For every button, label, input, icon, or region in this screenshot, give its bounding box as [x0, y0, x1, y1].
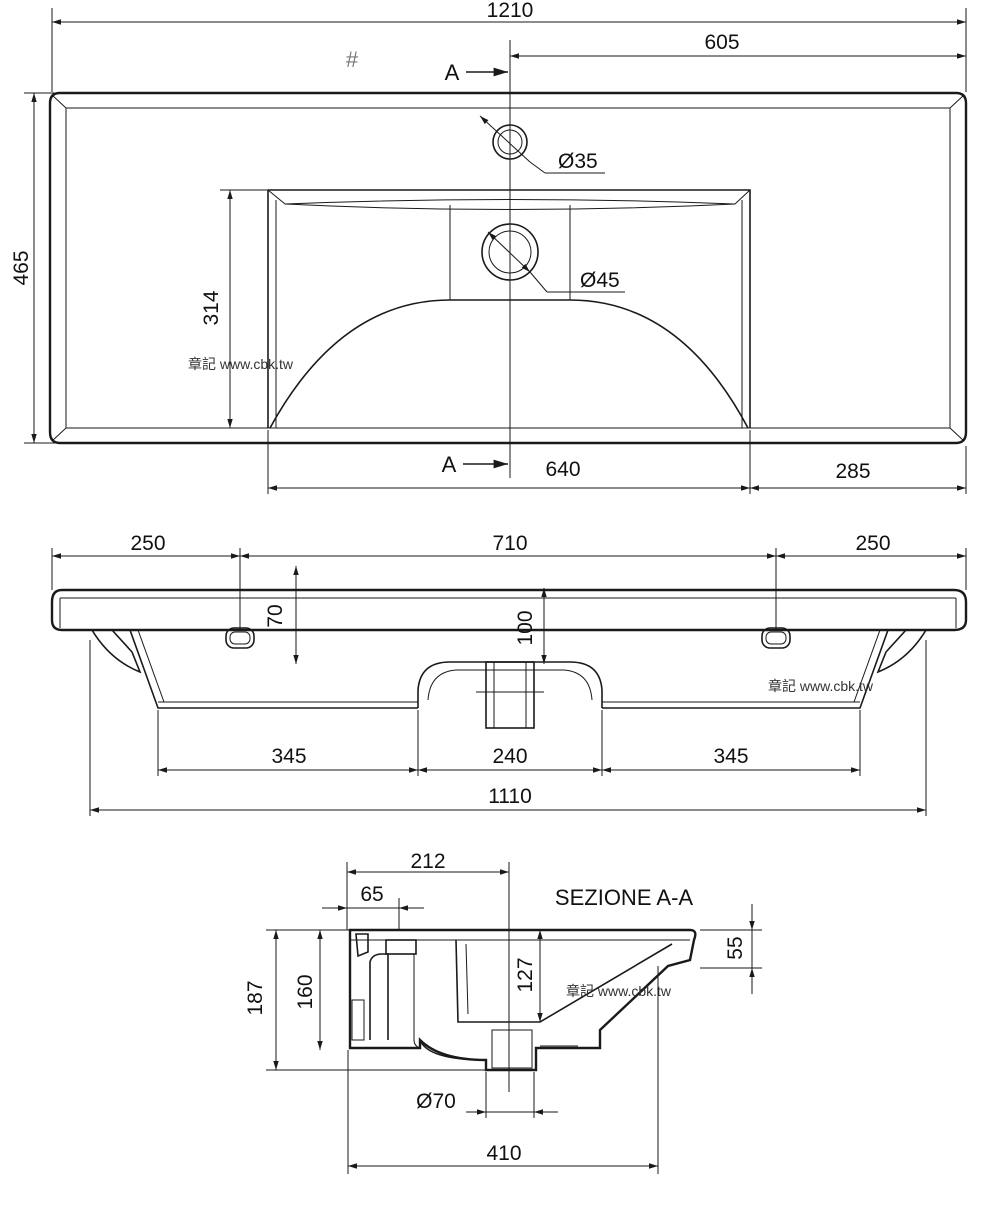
hash-mark: #: [346, 47, 359, 72]
dim-basin-height: 127: [514, 957, 537, 992]
watermark: 章記 www.cbk.tw: [188, 356, 294, 372]
dim-right-margin: 285: [835, 460, 870, 483]
dim-bottom-right: 345: [713, 745, 748, 768]
dim-drain-hole: Ø45: [580, 269, 620, 292]
dim-rim-height: 55: [724, 936, 747, 959]
dim-drain-dia: Ø70: [416, 1090, 456, 1113]
dim-depth: 465: [10, 250, 33, 285]
dim-section-depth: 410: [486, 1142, 521, 1165]
front-view: 250 710 250 70 100: [50, 532, 968, 816]
dim-inner-height: 160: [294, 974, 317, 1009]
front-slab: [50, 588, 968, 632]
dim-bowl-depth: 100: [514, 610, 537, 645]
section-marker-top: A: [445, 60, 460, 85]
section-title: SEZIONE A-A: [555, 885, 693, 910]
dim-base-width: 1110: [488, 785, 532, 808]
front-bowl: [417, 661, 603, 708]
top-view: 1210 605 # A Ø35: [10, 0, 968, 494]
dim-front-left: 250: [130, 532, 165, 555]
dim-front-center: 710: [492, 532, 527, 555]
dim-bottom-center: 240: [492, 745, 527, 768]
slab-outline: [48, 91, 968, 445]
dim-to-drain: 212: [410, 850, 445, 873]
dim-overflow-offset: 65: [360, 883, 383, 906]
tap-hole: [492, 124, 528, 160]
mount-slot-right: [761, 627, 791, 649]
watermark: 章記 www.cbk.tw: [566, 983, 672, 999]
dim-overall-width: 1210: [487, 0, 534, 22]
section-marker-bottom: A: [442, 452, 457, 477]
watermark: 章記 www.cbk.tw: [768, 678, 874, 694]
section-outline: [348, 928, 697, 1072]
section-view: SEZIONE A-A 212 65 187 160: [244, 850, 762, 1174]
basin-outline: [268, 189, 751, 428]
dim-basin-depth: 314: [200, 290, 223, 325]
dim-bottom-left: 345: [271, 745, 306, 768]
dim-tap-hole: Ø35: [558, 150, 598, 173]
drain-hole: [481, 223, 539, 281]
dim-front-right: 250: [855, 532, 890, 555]
dim-slot-height: 70: [264, 604, 287, 627]
mount-slot-left: [225, 627, 255, 649]
dim-to-axis: 605: [704, 31, 739, 54]
dim-total-height: 187: [244, 980, 267, 1015]
dim-basin-width: 640: [545, 458, 580, 481]
